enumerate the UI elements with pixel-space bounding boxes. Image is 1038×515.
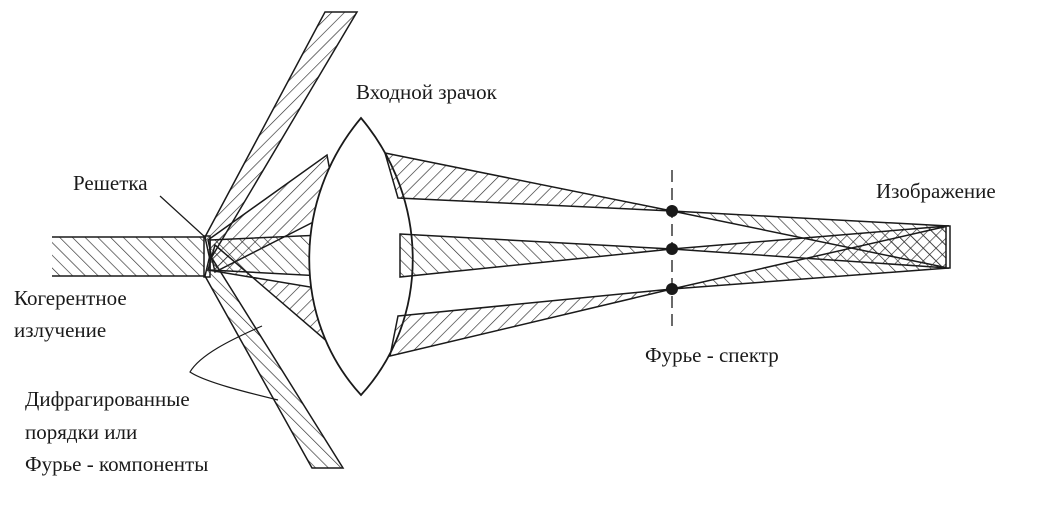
coherent-light-label-line2: излучение [14,318,107,342]
image-plane [945,225,951,269]
grating-label: Решетка [73,171,148,195]
coherent-light-label-line1: Когерентное [14,286,127,310]
fourier-point-upper [666,205,678,217]
diffracted-order-upper-outer [204,11,359,263]
fourier-spectrum-label: Фурье - спектр [645,343,779,367]
fourier-point-lower [666,283,678,295]
entrance-pupil-label: Входной зрачок [356,80,497,104]
beam-after-lens-upper [383,152,673,212]
fourier-point-center [666,243,678,255]
diffracted-label-line1: Дифрагированные [25,387,190,411]
image-label: Изображение [876,179,996,203]
diffracted-brace [189,325,279,401]
diffracted-label-line2: порядки или [25,420,138,444]
diffracted-order-lower-outer [204,253,345,469]
beam-after-lens-center [399,233,673,278]
entrance-pupil-lens [308,116,414,397]
diffracted-label-line3: Фурье - компоненты [25,452,209,476]
beam-after-lens-lower [389,288,673,358]
coherent-beam [52,236,206,277]
grating-leader-line [159,195,207,239]
